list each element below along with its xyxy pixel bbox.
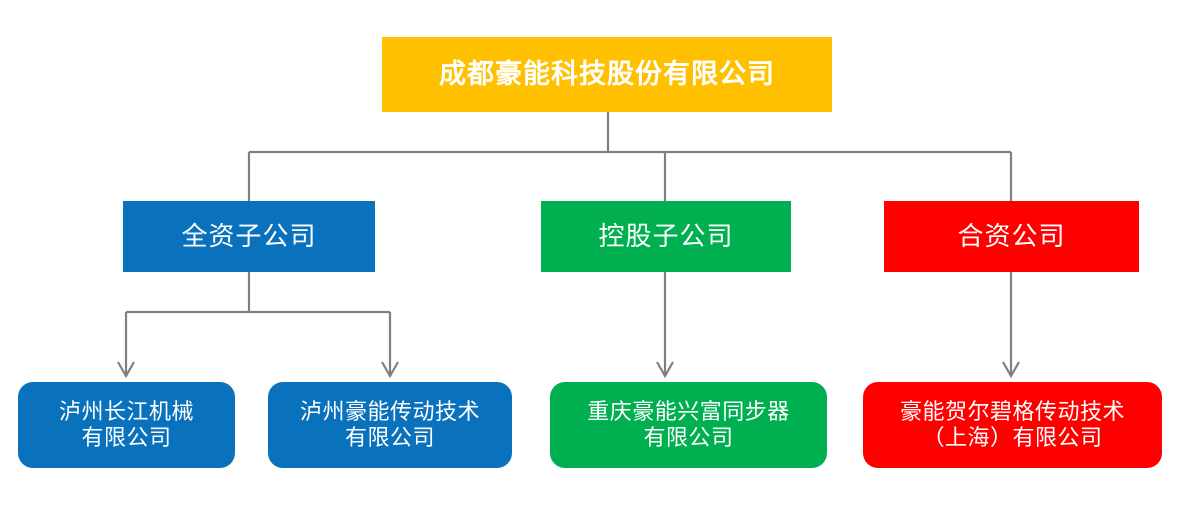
arrowhead-leaf4-icon (1002, 361, 1020, 379)
node-root-company[interactable]: 成都豪能科技股份有限公司 (382, 37, 832, 112)
node-category-wholly-owned[interactable]: 全资子公司 (123, 201, 375, 272)
arrowhead-leaf2-icon (381, 361, 399, 379)
node-subsidiary-luzhou-changjiang[interactable]: 泸州长江机械 有限公司 (18, 382, 235, 468)
arrowhead-leaf3-icon (656, 361, 674, 379)
node-category-joint-venture[interactable]: 合资公司 (884, 201, 1139, 272)
node-subsidiary-luzhou-haoneng[interactable]: 泸州豪能传动技术 有限公司 (268, 382, 512, 468)
node-subsidiary-chongqing-xingfu[interactable]: 重庆豪能兴富同步器 有限公司 (550, 382, 827, 468)
node-subsidiary-hoerbiger-shanghai[interactable]: 豪能贺尔碧格传动技术 （上海）有限公司 (863, 382, 1162, 468)
arrowhead-leaf1-icon (117, 361, 135, 379)
node-category-holding[interactable]: 控股子公司 (541, 201, 791, 272)
